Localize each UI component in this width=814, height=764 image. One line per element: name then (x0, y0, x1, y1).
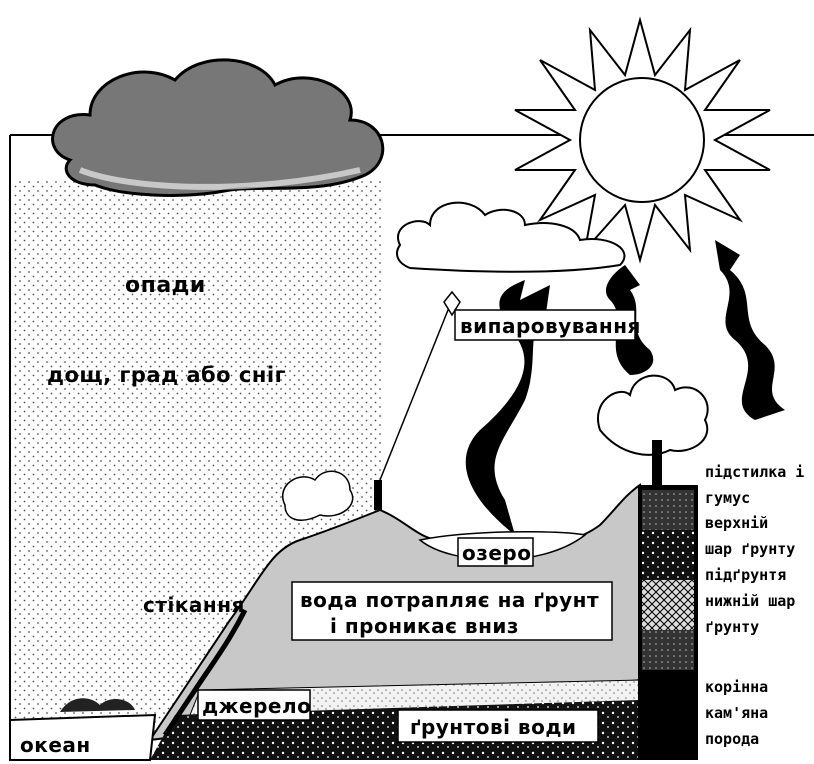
person-icon (374, 480, 382, 510)
label-spring: джерело (202, 694, 311, 718)
label-precipitation-types: дощ, град або сніг (47, 363, 286, 387)
label-lake: озеро (462, 541, 531, 565)
kite-line (380, 300, 452, 480)
soil-label-6: ґрунту (705, 618, 759, 636)
label-ocean: океан (20, 733, 91, 757)
label-evaporation: випаровування (460, 314, 641, 338)
soil-label-3: шар ґрунту (705, 540, 795, 558)
soil-profile-labels: підстилка і гумус верхній шар ґрунту під… (705, 463, 804, 748)
label-precipitation: опади (125, 273, 206, 298)
evaporation-arrow-right (715, 240, 785, 420)
soil-profile-column (638, 485, 698, 760)
label-groundwater: ґрунтові води (410, 715, 577, 739)
soil-label-7: корінна (705, 678, 768, 696)
soil-label-8: кам'яна (705, 704, 768, 722)
label-runoff: стікання (143, 593, 245, 617)
label-infiltration-line1: вода потрапляє на ґрунт (300, 588, 599, 612)
soil-label-1: гумус (705, 489, 750, 507)
soil-label-9: порода (705, 730, 759, 748)
label-infiltration-line2: і проникає вниз (330, 614, 519, 638)
soil-label-4: підґрунтя (705, 566, 786, 584)
soil-label-0: підстилка і (705, 463, 804, 481)
soil-label-5: нижній шар (705, 592, 795, 610)
soil-label-2: верхній (705, 514, 768, 532)
tree-right-icon (598, 376, 708, 485)
